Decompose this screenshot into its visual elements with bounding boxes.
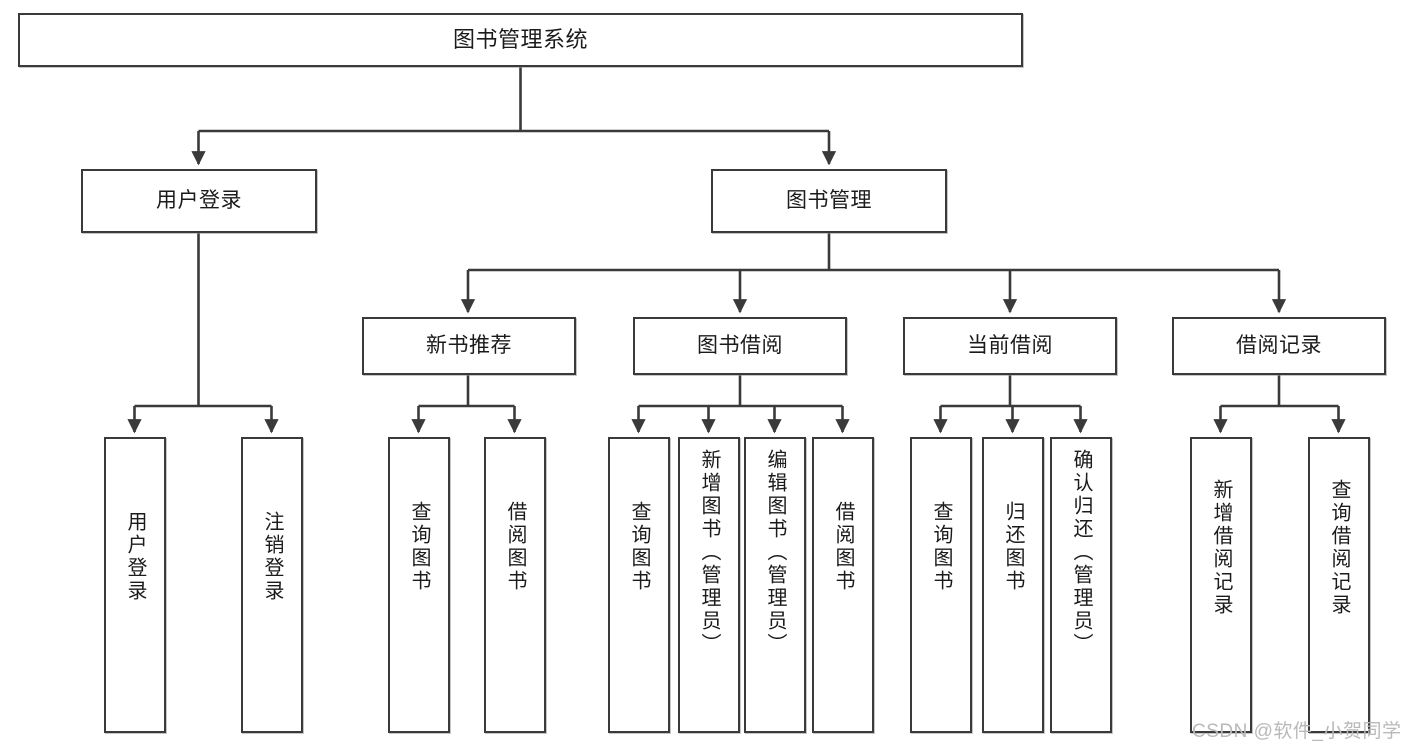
node-current-borrow-label: 当前借阅 — [967, 333, 1053, 357]
node-leaf-query-book-borrow[interactable]: 查询图书 — [608, 437, 670, 733]
node-leaf-add-book[interactable]: 新增图书（管理员） — [678, 437, 740, 733]
node-user-login-label: 用户登录 — [156, 188, 242, 212]
node-leaf-return-book-label: 归还图书 — [1002, 501, 1024, 593]
node-root[interactable]: 图书管理系统 — [18, 13, 1023, 67]
node-leaf-query-record-label: 查询借阅记录 — [1328, 479, 1350, 617]
node-leaf-edit-book[interactable]: 编辑图书（管理员） — [744, 437, 806, 733]
node-leaf-query-book-borrow-label: 查询图书 — [628, 501, 650, 593]
node-leaf-edit-book-label: 编辑图书（管理员） — [764, 449, 786, 656]
node-leaf-borrow-book-rec-label: 借阅图书 — [504, 501, 526, 593]
csdn-watermark: CSDN @软件_小贺同学 — [1192, 721, 1402, 742]
node-user-login[interactable]: 用户登录 — [81, 169, 317, 233]
node-current-borrow[interactable]: 当前借阅 — [903, 317, 1117, 375]
node-leaf-logout[interactable]: 注销登录 — [241, 437, 303, 733]
node-leaf-borrow-book-label: 借阅图书 — [832, 501, 854, 593]
node-leaf-query-record[interactable]: 查询借阅记录 — [1308, 437, 1370, 733]
node-leaf-add-record[interactable]: 新增借阅记录 — [1190, 437, 1252, 733]
node-leaf-confirm-return-label: 确认归还（管理员） — [1070, 449, 1092, 656]
node-leaf-query-book-cur-label: 查询图书 — [930, 501, 952, 593]
node-leaf-borrow-book[interactable]: 借阅图书 — [812, 437, 874, 733]
node-leaf-user-login-label: 用户登录 — [124, 511, 146, 603]
node-leaf-borrow-book-rec[interactable]: 借阅图书 — [484, 437, 546, 733]
node-leaf-logout-label: 注销登录 — [261, 511, 283, 603]
node-book-borrow-label: 图书借阅 — [697, 333, 783, 357]
node-leaf-add-book-label: 新增图书（管理员） — [698, 449, 720, 656]
node-new-book-rec-label: 新书推荐 — [426, 333, 512, 357]
node-new-book-rec[interactable]: 新书推荐 — [362, 317, 576, 375]
node-leaf-query-book-cur[interactable]: 查询图书 — [910, 437, 972, 733]
node-book-borrow[interactable]: 图书借阅 — [633, 317, 847, 375]
node-root-label: 图书管理系统 — [452, 27, 588, 53]
node-leaf-user-login[interactable]: 用户登录 — [104, 437, 166, 733]
node-book-manage[interactable]: 图书管理 — [711, 169, 947, 233]
node-leaf-query-book-rec[interactable]: 查询图书 — [388, 437, 450, 733]
node-leaf-add-record-label: 新增借阅记录 — [1210, 479, 1232, 617]
node-borrow-record[interactable]: 借阅记录 — [1172, 317, 1386, 375]
node-borrow-record-label: 借阅记录 — [1236, 333, 1322, 357]
node-leaf-query-book-rec-label: 查询图书 — [408, 501, 430, 593]
node-book-manage-label: 图书管理 — [786, 188, 872, 212]
node-leaf-return-book[interactable]: 归还图书 — [982, 437, 1044, 733]
node-leaf-confirm-return[interactable]: 确认归还（管理员） — [1050, 437, 1112, 733]
